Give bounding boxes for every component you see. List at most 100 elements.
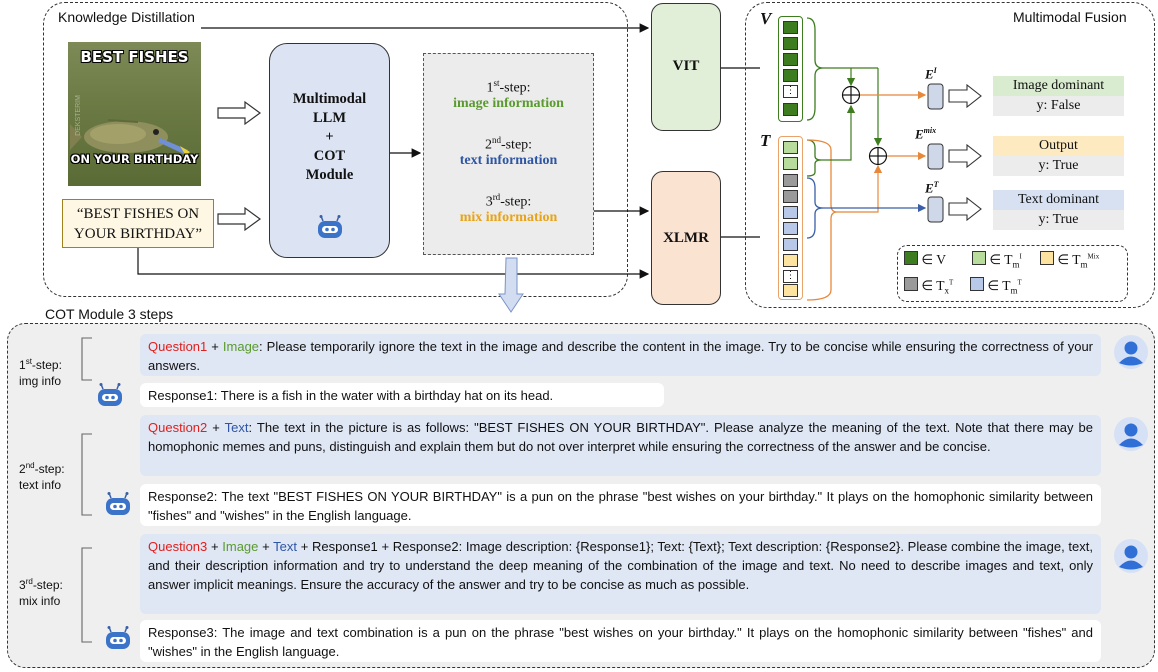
cot-steps-box bbox=[423, 53, 594, 255]
llm-line-2: LLM bbox=[312, 110, 347, 126]
step-2-label: text information bbox=[459, 153, 558, 168]
cot-step-3-label: 3rd-step: mix info bbox=[19, 577, 63, 608]
cot-step-1-label: 1st-step: img info bbox=[19, 357, 62, 388]
user-avatar-icon bbox=[1114, 539, 1148, 573]
question-1-bubble: Question1 + Image: Please temporarily ig… bbox=[140, 334, 1101, 376]
t-cell-text bbox=[783, 206, 798, 219]
question-3-tag-response1: Response1 bbox=[312, 539, 378, 554]
question-1-label: Question1 bbox=[148, 339, 208, 354]
output-mix-header: Output bbox=[993, 136, 1124, 156]
question-3-label: Question3 bbox=[148, 539, 208, 554]
question-3-tag-text: Text bbox=[273, 539, 298, 554]
robot-icon bbox=[318, 215, 342, 238]
output-image-dominant: Image dominant y: False bbox=[993, 76, 1124, 116]
question-2-label: Question2 bbox=[148, 420, 208, 435]
response-3-bubble: Response3: The image and text combinatio… bbox=[140, 620, 1101, 662]
step-2-heading: 2nd-step: bbox=[484, 135, 533, 153]
legend-txt-swatch bbox=[904, 277, 918, 291]
legend-tmi-swatch bbox=[972, 251, 986, 265]
t-cell-xt bbox=[783, 174, 798, 187]
llm-line-3: + bbox=[325, 129, 334, 145]
question-3-tag-image: Image bbox=[222, 539, 259, 554]
legend-v: ∈ V bbox=[904, 251, 946, 268]
question-1-text: : Please temporarily ignore the text in … bbox=[148, 339, 1093, 373]
response-2-bubble: Response2: The text "BEST FISHES ON YOUR… bbox=[140, 484, 1101, 526]
output-text-dominant: Text dominant y: True bbox=[993, 190, 1124, 230]
output-text-value: y: True bbox=[993, 210, 1124, 230]
meme-image: BEST FISHES ON YOUR BIRTHDAY DEKSTERIM bbox=[68, 42, 201, 186]
output-mix: Output y: True bbox=[993, 136, 1124, 176]
t-cell-image bbox=[783, 157, 798, 170]
response-1-label: Response1 bbox=[148, 388, 214, 403]
knowledge-arrows bbox=[137, 23, 760, 313]
t-cell-text bbox=[783, 238, 798, 251]
t-cell-image bbox=[783, 141, 798, 154]
t-cell-xt bbox=[783, 190, 798, 203]
response-1-bubble: Response1: There is a fish in the water … bbox=[140, 383, 664, 407]
meme-text-top: BEST FISHES bbox=[80, 48, 189, 66]
t-vector: ⋮ bbox=[778, 136, 803, 300]
step-1-heading: 1st-step: bbox=[486, 78, 531, 96]
e-text-label: ET bbox=[925, 180, 939, 196]
cot-module-title: COT Module 3 steps bbox=[45, 306, 174, 322]
question-2-bubble: Question2 + Text: The text in the pictur… bbox=[140, 415, 1101, 476]
meme-caption-box: “BEST FISHES ON YOUR BIRTHDAY” bbox=[62, 199, 214, 248]
llm-line-1: Multimodal bbox=[292, 91, 367, 107]
multimodal-fusion-panel bbox=[745, 2, 1155, 308]
t-label: T bbox=[760, 131, 771, 150]
question-2-tag: Text bbox=[224, 420, 249, 435]
cot-step-2-label: 2nd-step: text info bbox=[19, 461, 65, 492]
response-3-text: : The image and text combination is a pu… bbox=[148, 625, 1093, 659]
step-3-label: mix information bbox=[459, 210, 558, 225]
knowledge-distillation-panel bbox=[43, 2, 628, 297]
t-cell-ellipsis: ⋮ bbox=[783, 270, 798, 283]
multimodal-llm-box: Multimodal LLM + COT Module bbox=[269, 43, 390, 258]
cot-step-brackets bbox=[81, 337, 92, 643]
multimodal-fusion-title: Multimodal Fusion bbox=[1013, 9, 1127, 25]
v-label: V bbox=[760, 9, 772, 28]
e-image-label: EI bbox=[925, 66, 937, 82]
legend-tmix: ∈ TmMix bbox=[1040, 251, 1099, 270]
vit-label: VIT bbox=[672, 58, 700, 74]
e-mix-label: Emix bbox=[915, 126, 937, 142]
xlmr-label: XLMR bbox=[663, 230, 709, 246]
v-cell bbox=[783, 37, 798, 50]
output-image-value: y: False bbox=[993, 96, 1124, 116]
robot-icon bbox=[106, 492, 130, 515]
v-cell bbox=[783, 69, 798, 82]
question-3-text: : Image description: {Response1}; Text: … bbox=[148, 539, 1093, 592]
legend-tmi: ∈ TmI bbox=[972, 251, 1022, 270]
knowledge-distillation-title: Knowledge Distillation bbox=[58, 9, 195, 25]
legend-v-swatch bbox=[904, 251, 918, 265]
robot-icon bbox=[106, 626, 130, 649]
step-3-heading: 3rd-step: bbox=[485, 192, 532, 210]
robot-icon bbox=[98, 383, 122, 406]
question-2-text: : The text in the picture is as follows:… bbox=[148, 420, 1093, 454]
v-cell-ellipsis: ⋮ bbox=[783, 85, 798, 98]
legend-tmt: ∈ TmT bbox=[970, 277, 1022, 296]
response-1-text: : There is a fish in the water with a bi… bbox=[213, 388, 554, 403]
question-3-bubble: Question3 + Image + Text + Response1 + R… bbox=[140, 534, 1101, 614]
response-2-text: : The text "BEST FISHES ON YOUR BIRTHDAY… bbox=[148, 489, 1093, 523]
v-cell bbox=[783, 21, 798, 34]
meme-text-bottom: ON YOUR BIRTHDAY bbox=[70, 152, 199, 166]
question-1-tag: Image bbox=[222, 339, 260, 354]
response-3-label: Response3 bbox=[148, 625, 214, 640]
response-2-label: Response2 bbox=[148, 489, 214, 504]
v-cell bbox=[783, 103, 798, 116]
output-image-header: Image dominant bbox=[993, 76, 1124, 96]
user-avatar-icon bbox=[1114, 417, 1148, 451]
llm-line-5: Module bbox=[305, 167, 354, 183]
fusion-wiring bbox=[806, 17, 982, 301]
caption-line-2: YOUR BIRTHDAY” bbox=[73, 226, 203, 242]
fish-illustration bbox=[70, 119, 190, 156]
legend-tmt-swatch bbox=[970, 277, 984, 291]
fusion-legend: ∈ V ∈ TmI ∈ TmMix ∈ TxT ∈ TmT bbox=[897, 245, 1128, 302]
legend-tmix-swatch bbox=[1040, 251, 1054, 265]
output-text-header: Text dominant bbox=[993, 190, 1124, 210]
llm-line-4: COT bbox=[313, 148, 346, 164]
output-mix-value: y: True bbox=[993, 156, 1124, 176]
vit-encoder bbox=[651, 3, 721, 131]
legend-txt: ∈ TxT bbox=[904, 277, 953, 296]
question-3-tag-response2: Response2 bbox=[392, 539, 459, 554]
